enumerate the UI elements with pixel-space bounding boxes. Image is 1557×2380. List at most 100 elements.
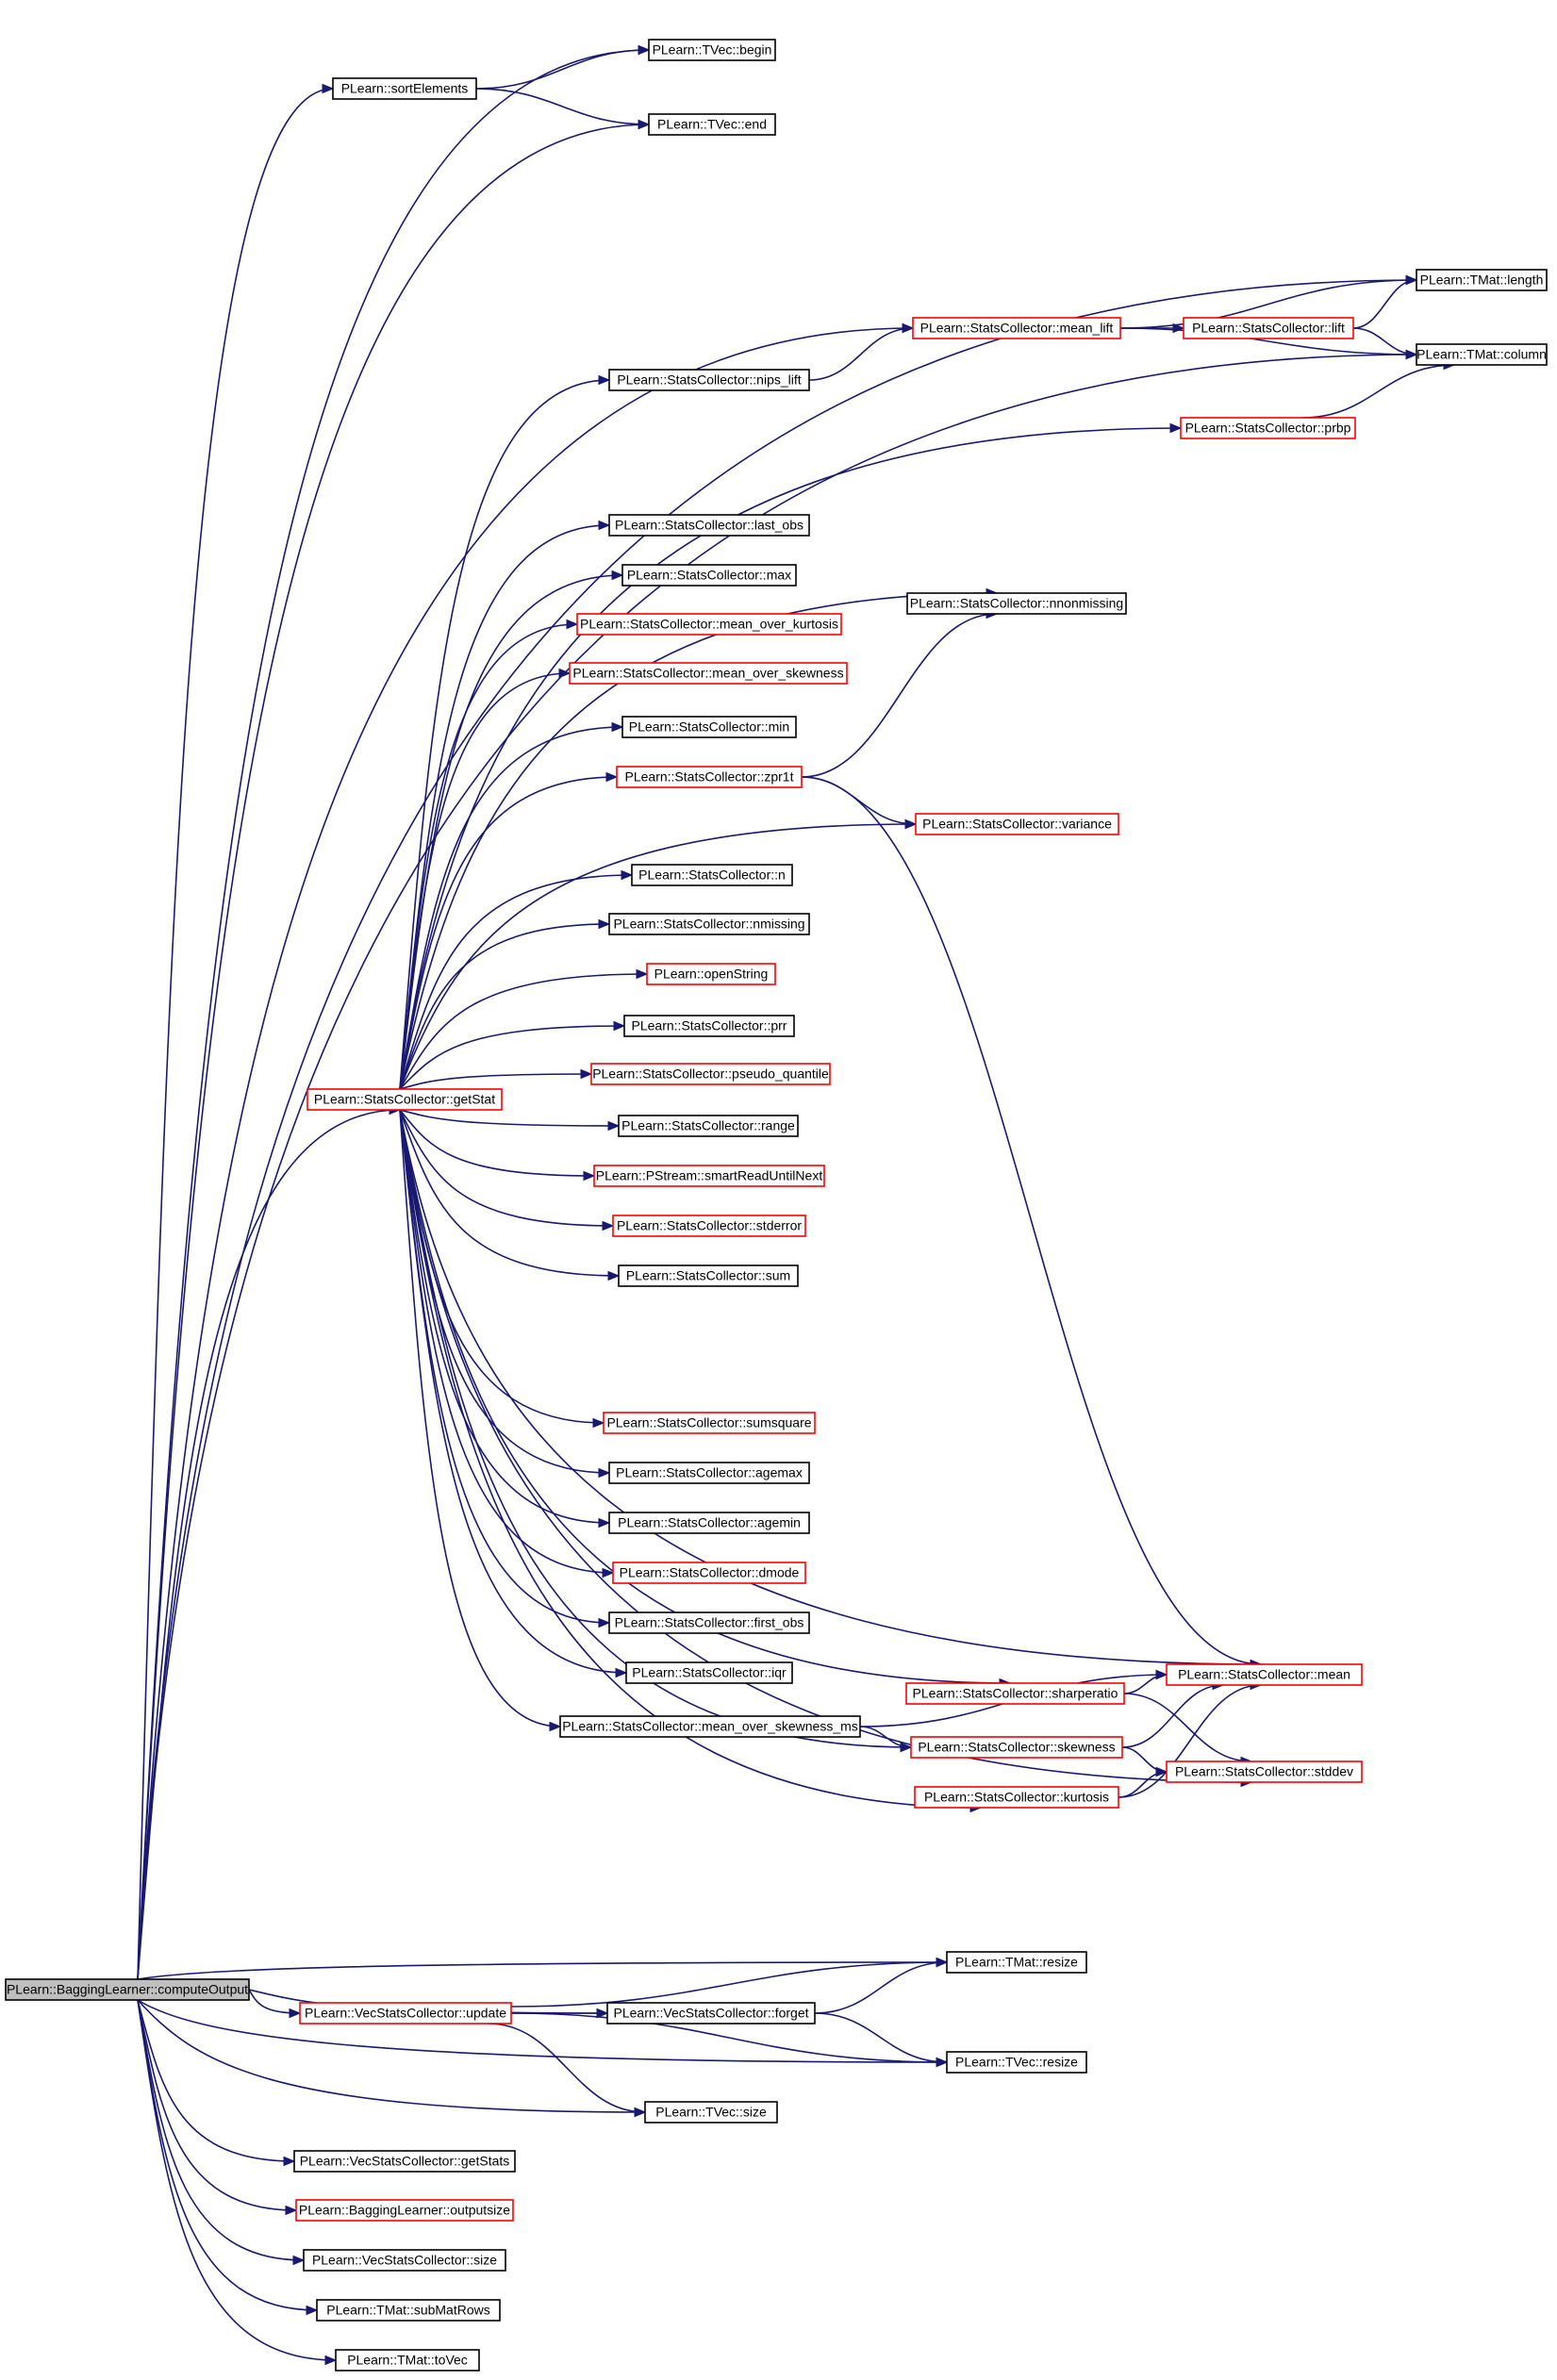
node-box [608,913,810,935]
node-mean_over_skewness_ms[interactable]: PLearn::StatsCollector::mean_over_skewne… [559,1715,861,1738]
node-pseudo_quantile[interactable]: PLearn::StatsCollector::pseudo_quantile [590,1063,831,1085]
arrowhead-root-to-vsc_size [292,2255,306,2266]
node-sharperatio[interactable]: PLearn::StatsCollector::sharperatio [905,1682,1125,1705]
node-label: PLearn::openString [654,967,769,982]
node-sortElements[interactable]: PLearn::sortElements [332,77,477,100]
node-iqr[interactable]: PLearn::StatsCollector::iqr [625,1661,793,1684]
node-nmissing[interactable]: PLearn::StatsCollector::nmissing [608,913,810,935]
node-outputsize[interactable]: PLearn::BaggingLearner::outputsize [295,2199,514,2222]
arrowhead-getStat-to-zpr1t [605,771,619,783]
node-getStat[interactable]: PLearn::StatsCollector::getStat [306,1088,503,1111]
node-min[interactable]: PLearn::StatsCollector::min [621,716,797,738]
node-mean[interactable]: PLearn::StatsCollector::mean [1166,1663,1363,1686]
node-agemax[interactable]: PLearn::StatsCollector::agemax [608,1462,810,1484]
node-box [621,564,797,587]
edge-mean_lift-to-tmat_length [1119,279,1417,329]
node-label: PLearn::VecStatsCollector::forget [614,2006,809,2021]
node-box [608,1462,810,1484]
node-label: PLearn::StatsCollector::skewness [918,1740,1115,1755]
node-nnonmissing[interactable]: PLearn::StatsCollector::nnonmissing [906,592,1127,615]
edge-zpr1t-to-nnonmissing [801,613,998,778]
edge-root-to-sortElements [137,88,334,1980]
node-dmode[interactable]: PLearn::StatsCollector::dmode [612,1562,806,1584]
node-tmat_column[interactable]: PLearn::TMat::column [1416,343,1548,366]
node-sum[interactable]: PLearn::StatsCollector::sum [618,1264,799,1287]
node-tvec_end[interactable]: PLearn::TVec::end [648,113,776,136]
node-label: PLearn::StatsCollector::lift [1192,321,1345,336]
node-label: PLearn::TVec::end [657,117,767,132]
node-sumsquare[interactable]: PLearn::StatsCollector::sumsquare [603,1412,816,1434]
node-subMatRows[interactable]: PLearn::TMat::subMatRows [316,2299,501,2322]
node-box [1180,417,1356,439]
node-box [648,39,776,61]
edge-getStat-to-iqr [399,1109,627,1674]
node-last_obs[interactable]: PLearn::StatsCollector::last_obs [608,514,810,537]
node-layer: PLearn::BaggingLearner::computeOutputPLe… [5,39,1548,2372]
edge-getStat-to-sumsquare [399,1109,605,1424]
node-tvec_size[interactable]: PLearn::TVec::size [644,2101,778,2124]
node-tvec_begin[interactable]: PLearn::TVec::begin [648,39,776,61]
arrowhead-getStat-to-mean_over_kurtosis [566,619,579,630]
arrowhead-mean_over_skewness_ms-to-mean [1155,1669,1168,1680]
node-label: PLearn::StatsCollector::kurtosis [924,1790,1109,1805]
edge-getStat-to-min [399,726,623,1090]
node-box [623,1015,795,1037]
node-root[interactable]: PLearn::BaggingLearner::computeOutput [5,1978,250,2001]
node-lift[interactable]: PLearn::StatsCollector::lift [1183,317,1354,339]
edge-getStat-to-sum [399,1109,620,1277]
node-vsc_size[interactable]: PLearn::VecStatsCollector::size [303,2249,506,2272]
node-nips_lift[interactable]: PLearn::StatsCollector::nips_lift [608,369,810,391]
node-vsc_forget[interactable]: PLearn::VecStatsCollector::forget [606,2002,816,2025]
node-box [644,2101,778,2124]
edge-root-to-toVec [137,1999,337,2361]
node-vsc_getStats[interactable]: PLearn::VecStatsCollector::getStats [293,2150,516,2173]
node-label: PLearn::TMat::resize [955,1955,1078,1970]
node-box [559,1715,861,1738]
arrowhead-getStat-to-min [611,721,624,733]
node-stddev[interactable]: PLearn::StatsCollector::stddev [1166,1760,1363,1783]
node-tmat_resize[interactable]: PLearn::TMat::resize [946,1951,1087,1974]
edge-vsc_update-to-tmat_resize [510,1961,948,2008]
edge-vsc_forget-to-tmat_resize [814,1961,948,2014]
edge-getStat-to-variance [399,823,917,1090]
edge-getStat-to-smartReadUntilNext [399,1109,595,1177]
node-zpr1t[interactable]: PLearn::StatsCollector::zpr1t [616,766,803,788]
node-mean_over_skewness[interactable]: PLearn::StatsCollector::mean_over_skewne… [569,662,848,685]
arrowhead-getStat-to-mean_over_skewness [558,668,571,679]
node-box [303,2249,506,2272]
node-mean_over_kurtosis[interactable]: PLearn::StatsCollector::mean_over_kurtos… [576,613,842,636]
node-box [616,766,803,788]
arrowhead-sortElements-to-tvec_end [638,119,651,130]
node-agemin[interactable]: PLearn::StatsCollector::agemin [608,1512,810,1534]
node-toVec[interactable]: PLearn::TMat::toVec [335,2349,480,2372]
node-prbp[interactable]: PLearn::StatsCollector::prbp [1180,417,1356,439]
node-smartReadUntilNext[interactable]: PLearn::PStream::smartReadUntilNext [593,1165,825,1187]
edge-getStat-to-mean_over_kurtosis [399,623,578,1090]
edge-sortElements-to-tvec_begin [475,49,650,90]
node-label: PLearn::StatsCollector::first_obs [615,1615,804,1630]
node-variance[interactable]: PLearn::StatsCollector::variance [915,813,1119,835]
node-label: PLearn::sortElements [341,81,469,96]
node-max[interactable]: PLearn::StatsCollector::max [621,564,797,587]
node-mean_lift[interactable]: PLearn::StatsCollector::mean_lift [912,317,1121,339]
node-tmat_length[interactable]: PLearn::TMat::length [1416,269,1548,291]
node-tvec_resize[interactable]: PLearn::TVec::resize [946,2051,1087,2074]
node-range[interactable]: PLearn::StatsCollector::range [618,1115,799,1137]
node-vsc_update[interactable]: PLearn::VecStatsCollector::update [299,2002,512,2025]
node-prr[interactable]: PLearn::StatsCollector::prr [623,1015,795,1037]
node-stderror[interactable]: PLearn::StatsCollector::stderror [612,1215,806,1237]
node-label: PLearn::TVec::resize [955,2055,1078,2070]
node-box [905,1682,1125,1705]
node-label: PLearn::StatsCollector::agemin [618,1515,801,1530]
node-openString[interactable]: PLearn::openString [646,963,776,985]
node-label: PLearn::StatsCollector::range [621,1118,795,1133]
edge-getStat-to-n [399,874,633,1090]
node-box [1416,343,1548,366]
node-kurtosis[interactable]: PLearn::StatsCollector::kurtosis [914,1786,1119,1809]
edge-root-to-tmat_column [137,354,1417,1980]
node-n[interactable]: PLearn::StatsCollector::n [631,864,793,886]
node-first_obs[interactable]: PLearn::StatsCollector::first_obs [608,1611,810,1634]
edge-root-to-vsc_size [137,1999,305,2261]
node-skewness[interactable]: PLearn::StatsCollector::skewness [910,1736,1123,1759]
